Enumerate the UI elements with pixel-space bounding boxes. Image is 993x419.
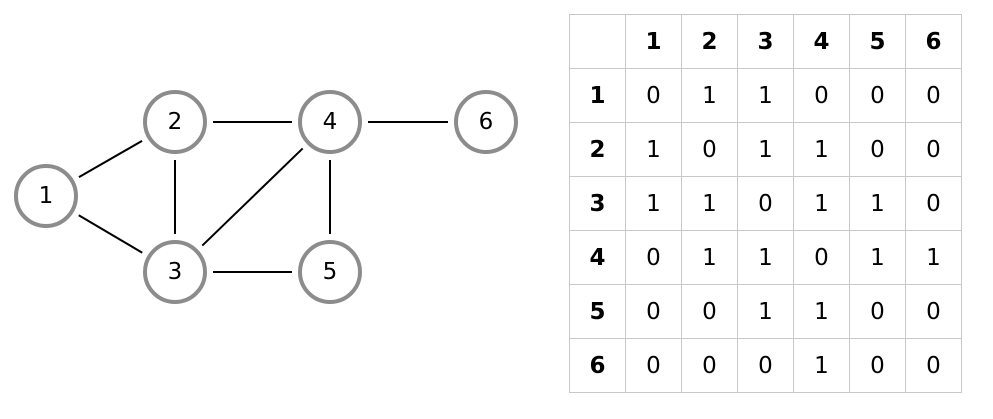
matrix-cell: 1 <box>793 176 850 231</box>
matrix-cell: 0 <box>793 68 850 123</box>
matrix-cell: 1 <box>849 230 906 285</box>
graph-node-3: 3 <box>143 240 207 304</box>
graph-diagram: 1 2 3 4 5 6 <box>14 90 518 304</box>
matrix-cell: 1 <box>793 122 850 177</box>
matrix-cell: 1 <box>737 230 794 285</box>
matrix-row-header: 3 <box>569 176 626 231</box>
node-label: 2 <box>168 109 183 135</box>
matrix-col-header: 1 <box>625 14 682 69</box>
matrix-cell: 0 <box>681 284 738 339</box>
matrix-cell: 1 <box>737 122 794 177</box>
node-circle <box>143 240 207 304</box>
node-label: 1 <box>39 183 54 209</box>
matrix-cell: 0 <box>737 176 794 231</box>
edge-1-2 <box>78 140 143 178</box>
edge-1-3 <box>78 214 143 254</box>
matrix-cell: 0 <box>905 176 962 231</box>
matrix-col-header: 5 <box>849 14 906 69</box>
node-label: 3 <box>168 259 183 285</box>
matrix-cell: 1 <box>625 122 682 177</box>
matrix-cell: 0 <box>849 122 906 177</box>
matrix-row-header: 1 <box>569 68 626 123</box>
matrix-cell: 0 <box>625 230 682 285</box>
node-label: 6 <box>479 109 494 135</box>
matrix-cell: 1 <box>681 68 738 123</box>
node-label: 5 <box>323 259 338 285</box>
matrix-cell: 0 <box>625 68 682 123</box>
matrix-cell: 1 <box>793 338 850 393</box>
matrix-row-header: 5 <box>569 284 626 339</box>
matrix-cell: 0 <box>793 230 850 285</box>
matrix-cell: 0 <box>625 284 682 339</box>
matrix-cell: 1 <box>681 230 738 285</box>
matrix-cell: 0 <box>681 338 738 393</box>
graph-edges <box>78 121 448 273</box>
matrix-col-header: 4 <box>793 14 850 69</box>
matrix-cell: 0 <box>737 338 794 393</box>
matrix-cell: 0 <box>905 284 962 339</box>
graph-node-6: 6 <box>454 90 518 154</box>
matrix-row-header: 2 <box>569 122 626 177</box>
matrix-cell: 1 <box>793 284 850 339</box>
matrix-cell: 0 <box>625 338 682 393</box>
matrix-col-header: 3 <box>737 14 794 69</box>
matrix-cell: 0 <box>905 122 962 177</box>
matrix-col-header: 2 <box>681 14 738 69</box>
matrix-row-header: 4 <box>569 230 626 285</box>
graph-node-5: 5 <box>298 240 362 304</box>
node-circle <box>454 90 518 154</box>
node-label: 4 <box>323 109 338 135</box>
matrix-col-header: 6 <box>905 14 962 69</box>
node-circle <box>298 90 362 154</box>
graph-node-4: 4 <box>298 90 362 154</box>
graph-node-1: 1 <box>14 164 78 228</box>
matrix-cell: 1 <box>681 176 738 231</box>
matrix-cell: 0 <box>849 284 906 339</box>
matrix-cell: 1 <box>849 176 906 231</box>
node-circle <box>143 90 207 154</box>
graph-nodes: 1 2 3 4 5 6 <box>14 90 518 304</box>
matrix-cell: 1 <box>737 284 794 339</box>
node-circle <box>298 240 362 304</box>
matrix-cell: 0 <box>849 68 906 123</box>
matrix-header-row: 1 2 3 4 5 6 <box>569 14 962 69</box>
node-circle <box>14 164 78 228</box>
edge-3-4 <box>201 147 304 247</box>
matrix-cell: 1 <box>737 68 794 123</box>
matrix-cell: 0 <box>905 338 962 393</box>
matrix-cell: 1 <box>905 230 962 285</box>
matrix-cell: 0 <box>849 338 906 393</box>
graph-node-2: 2 <box>143 90 207 154</box>
matrix-cell: 1 <box>625 176 682 231</box>
matrix-corner-cell <box>569 14 626 69</box>
matrix-row-header: 6 <box>569 338 626 393</box>
matrix-cell: 0 <box>905 68 962 123</box>
matrix-cell: 0 <box>681 122 738 177</box>
